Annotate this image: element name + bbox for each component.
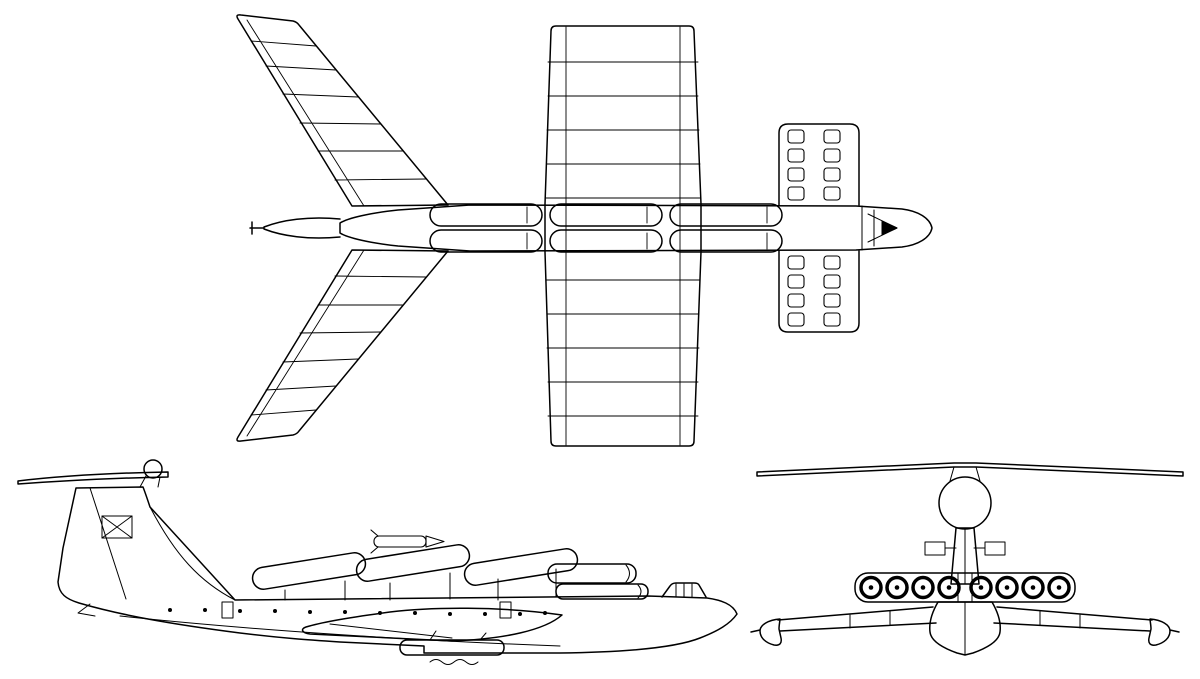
wing-side — [301, 607, 563, 665]
missile-tube — [549, 229, 663, 253]
fin-side-box — [984, 541, 1006, 556]
t-tail-side — [17, 459, 169, 488]
missile-body — [373, 535, 427, 548]
missile-tubes-plan — [429, 203, 783, 253]
engine-bank-plan-upper — [778, 123, 860, 206]
cockpit-plan-details — [861, 205, 898, 251]
engine-nacelles — [787, 129, 841, 201]
front-view — [750, 462, 1184, 656]
stabilizer-upper-ribs — [246, 19, 427, 207]
float-struts — [429, 630, 487, 641]
tailplane-profile — [17, 471, 169, 485]
fin-front-outline — [950, 527, 980, 585]
fin-front — [924, 527, 1006, 585]
fin-panel-cross — [101, 515, 133, 539]
missile-tubes-side — [251, 544, 579, 601]
missile-tube — [429, 229, 543, 253]
right-tip-float — [1148, 618, 1180, 646]
wings-front — [750, 606, 1180, 646]
hull-door — [221, 601, 234, 619]
canopy-window-frames — [675, 583, 693, 598]
wing-rib-lines — [545, 26, 701, 446]
drawing-strokes — [17, 14, 1184, 665]
missile-tube — [669, 203, 783, 227]
missile-fins — [370, 529, 379, 554]
nacelle-upper — [547, 563, 637, 584]
missile-tube-end-lines — [526, 206, 768, 250]
missile-tube — [429, 203, 543, 227]
missile-side — [370, 529, 445, 554]
horizontal-stabilizer-plan — [236, 14, 449, 442]
tail-radome-ball-front — [938, 476, 992, 530]
fin-side-box — [924, 541, 946, 556]
engine-spinners — [868, 585, 1062, 590]
cockpit-side — [661, 582, 707, 598]
stabilizer-upper-outline — [236, 14, 449, 207]
engine-bank-plan-lower — [778, 250, 860, 333]
engine-bank-outline — [778, 123, 860, 206]
missile-tube — [669, 229, 783, 253]
tip-float-side — [399, 639, 505, 656]
chine-line — [119, 615, 561, 647]
fuselage-front — [929, 601, 1001, 656]
pylon-lines — [957, 572, 973, 603]
hull-outline — [57, 486, 738, 654]
stabilizer-lower-ribs — [246, 249, 427, 437]
rudder-hinge-line — [89, 487, 127, 600]
water-ripples — [429, 659, 479, 665]
main-wing-outline — [544, 25, 702, 447]
fin-access-panel — [101, 515, 133, 539]
tail-fin-details — [77, 487, 236, 617]
tail-radome-ball — [143, 459, 163, 479]
ball-connectors — [949, 466, 981, 482]
nacelle-lower — [555, 583, 649, 600]
canopy-outline — [661, 582, 707, 598]
wing-panel-ticks — [849, 610, 1081, 629]
left-tip-float — [750, 618, 782, 646]
missile-nose-cone — [425, 535, 445, 548]
left-wing-edges — [777, 606, 937, 632]
engine-nacelles-side — [547, 563, 649, 600]
tail-boom-plan — [249, 217, 341, 239]
missile-tube — [549, 203, 663, 227]
missile-tube — [251, 552, 367, 590]
stabilizer-lower-outline — [236, 249, 449, 442]
ball-fairing-lines — [139, 475, 161, 488]
tube-support-struts — [284, 568, 557, 601]
tail-bumper — [77, 603, 96, 617]
side-view — [17, 459, 738, 665]
engine-bank-outline — [778, 250, 860, 333]
missile-tube — [463, 548, 579, 586]
engine-intakes — [859, 575, 1071, 600]
flap-line — [329, 623, 453, 639]
missile-tube — [355, 544, 471, 582]
right-wing-edges — [993, 606, 1153, 632]
main-wing-plan — [544, 25, 702, 447]
engine-nacelles — [787, 255, 841, 327]
intake-lips — [625, 564, 642, 599]
top-view — [236, 14, 933, 447]
wing-root-profile — [301, 607, 563, 642]
fin-fillet — [149, 506, 236, 601]
tailplane-front — [756, 462, 1184, 477]
fuselage-plan-outline — [339, 204, 933, 252]
canopy-dark-mark — [881, 220, 898, 236]
